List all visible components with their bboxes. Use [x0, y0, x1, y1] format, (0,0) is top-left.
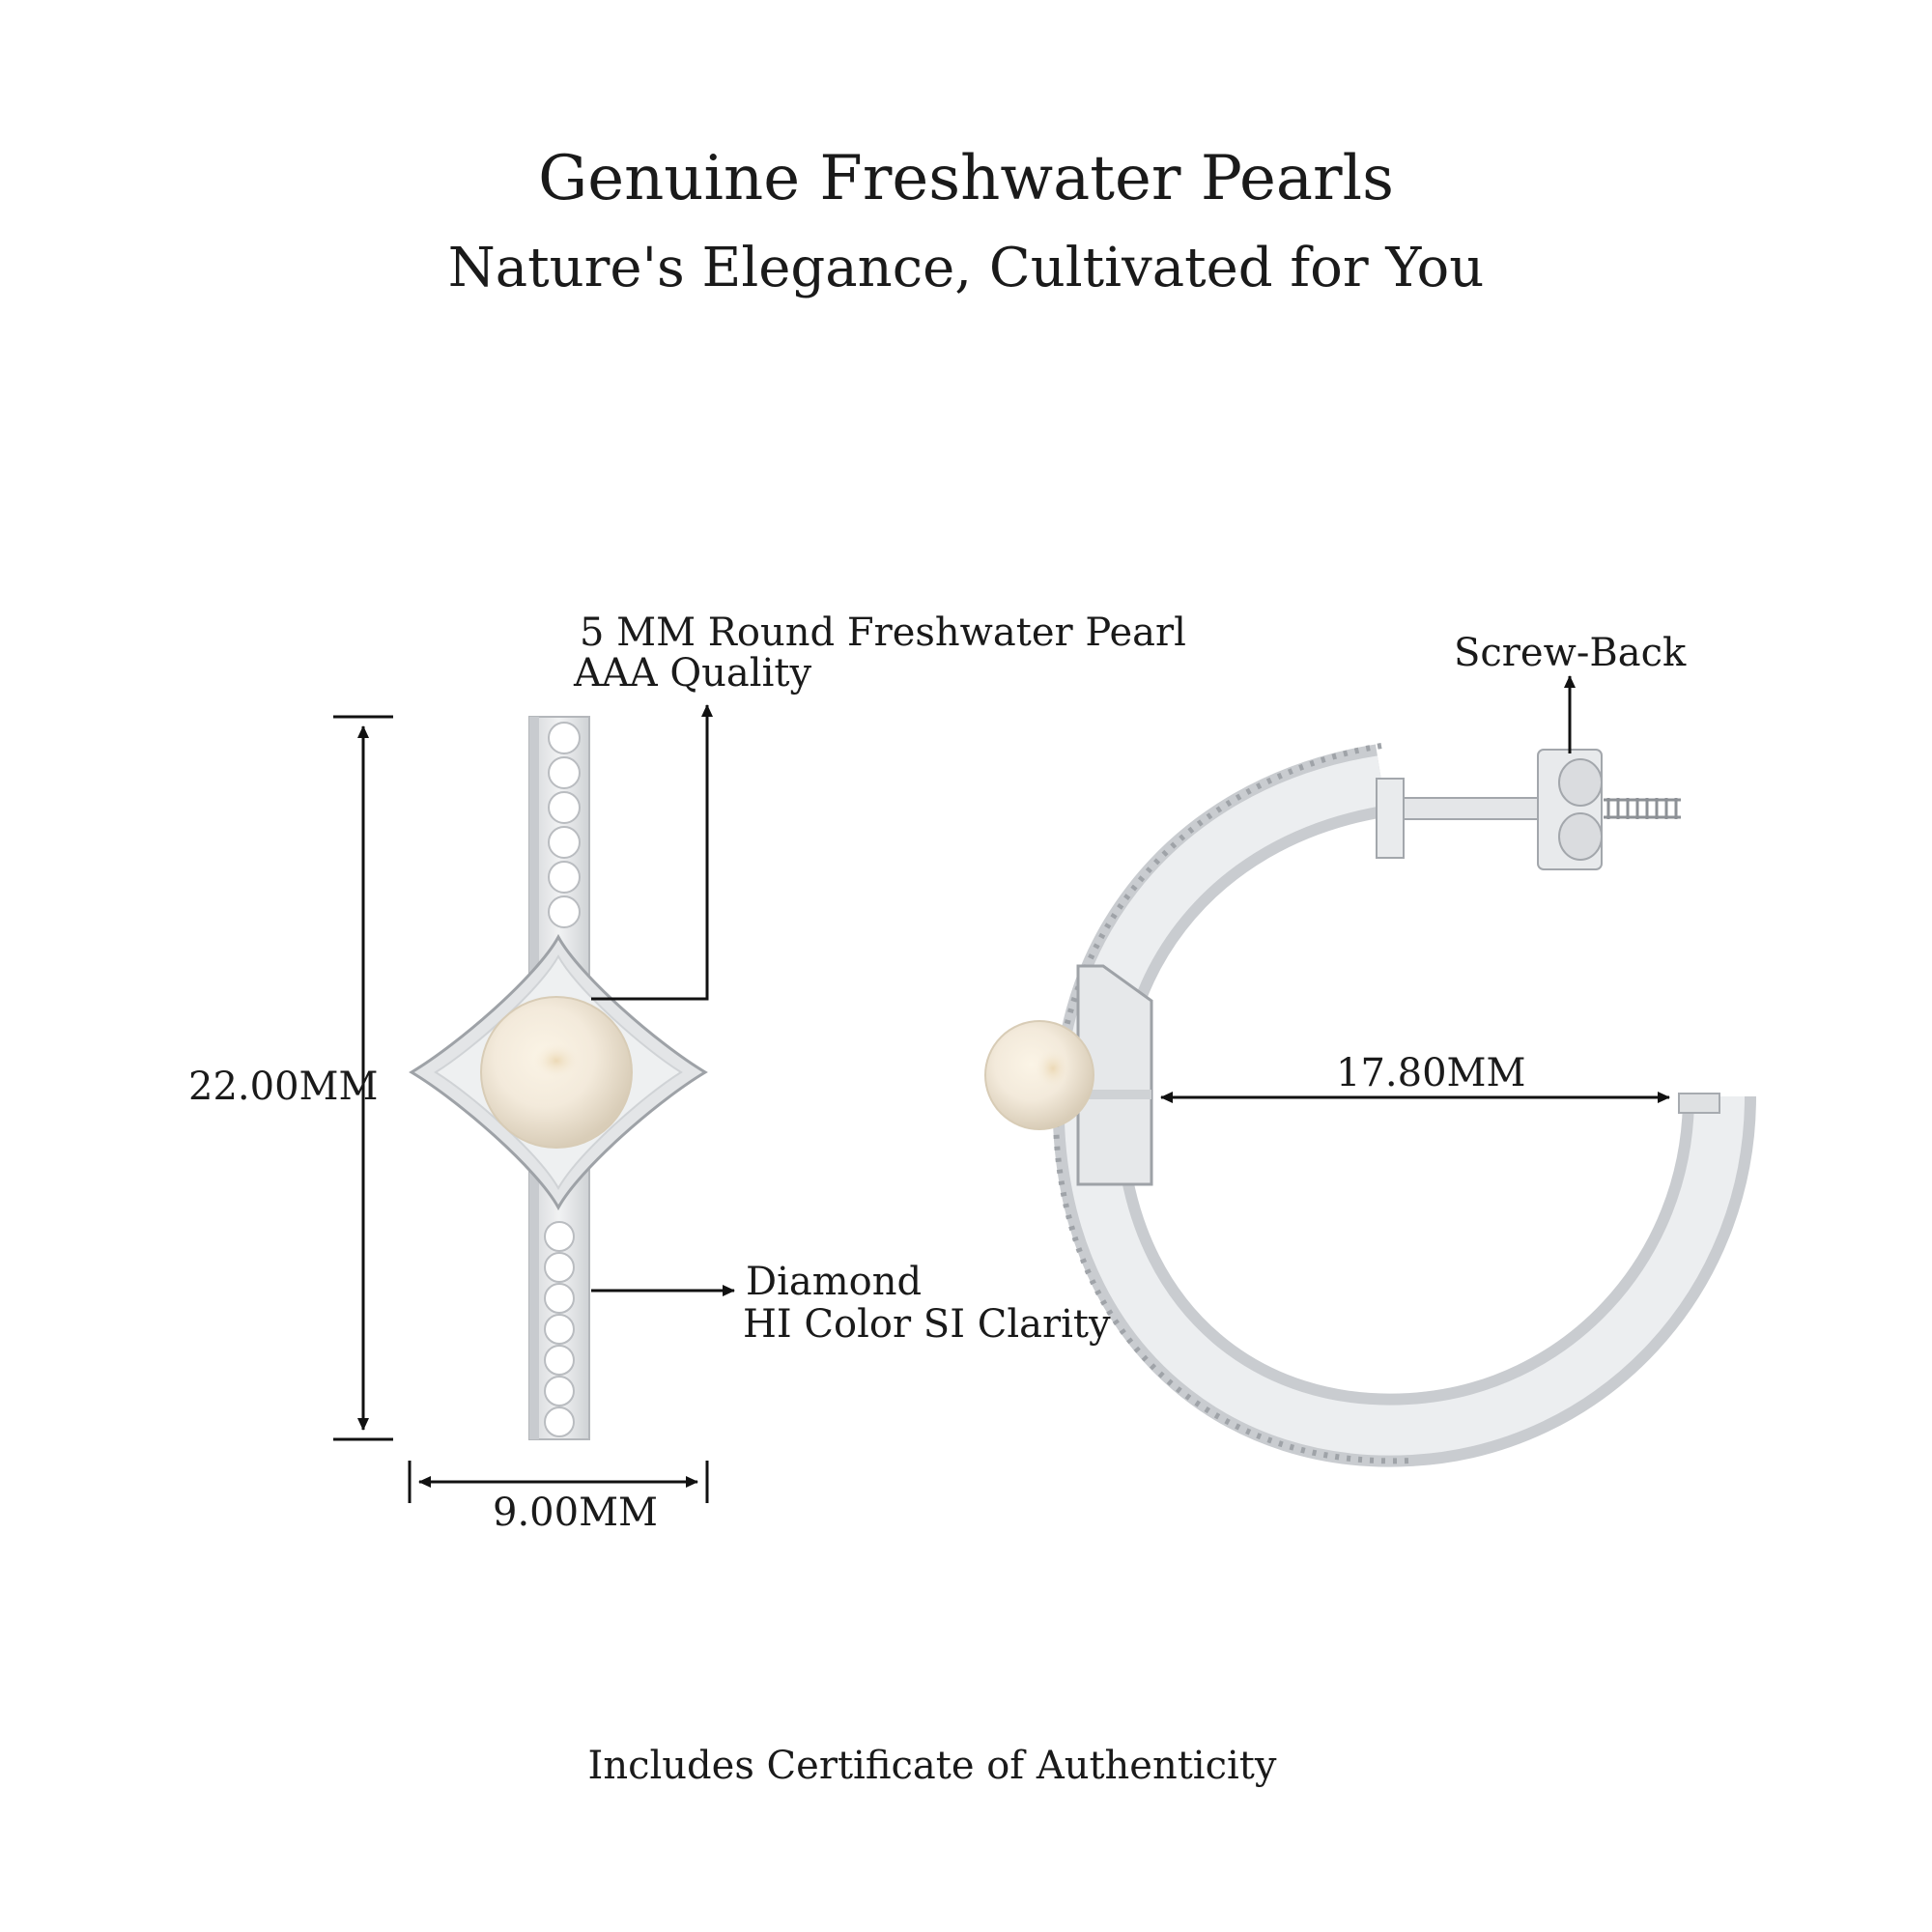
page-title: Genuine Freshwater Pearls [538, 143, 1394, 214]
width-dimension [408, 1461, 709, 1503]
hoop-end [1678, 1093, 1720, 1114]
pearl-leader-line [591, 704, 713, 1001]
certificate-note: Includes Certificate of Authenticity [587, 1744, 1277, 1788]
pearl-label-line1: 5 MM Round Freshwater Pearl [580, 611, 1186, 655]
diamond-label-line2: HI Color SI Clarity [743, 1302, 1111, 1347]
diamond-label-line1: Diamond [746, 1260, 923, 1304]
screw-thread [1604, 798, 1681, 819]
diameter-label: 17.80MM [1336, 1051, 1526, 1095]
upper-diamond-row [548, 722, 581, 928]
width-label: 9.00MM [493, 1491, 658, 1535]
screw-post [1403, 797, 1540, 820]
side-view [984, 743, 1756, 1467]
front-view [409, 716, 708, 1440]
side-setting [1076, 964, 1153, 1186]
page-subtitle: Nature's Elegance, Cultivated for You [447, 237, 1485, 299]
post-block [1376, 778, 1405, 859]
lower-diamond-row [544, 1221, 575, 1437]
backing-label: Screw-Back [1454, 631, 1687, 675]
height-dimension [333, 715, 393, 1441]
height-label: 22.00MM [188, 1065, 379, 1109]
pearl-label-line2: AAA Quality [574, 651, 812, 696]
